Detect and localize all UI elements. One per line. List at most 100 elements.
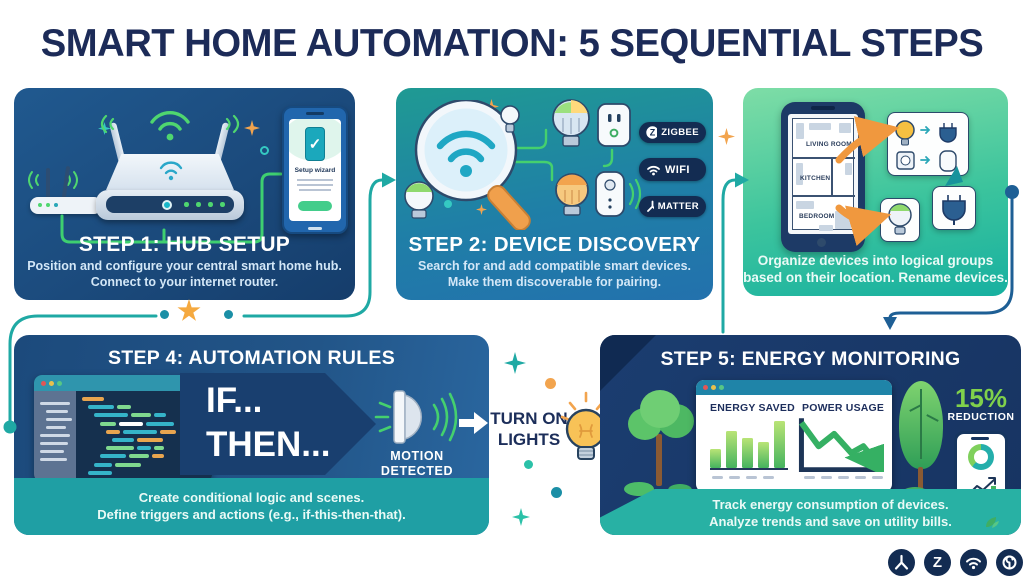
code-line (112, 437, 208, 442)
hub-body (96, 190, 244, 220)
step2-heading: STEP 2: DEVICE DISCOVERY (408, 233, 701, 256)
wifi-icon (647, 165, 660, 176)
continue-button[interactable] (298, 201, 332, 211)
motion-sensor: MOTION DETECTED (372, 387, 462, 482)
dot-decoration (524, 460, 533, 469)
step1-heading: STEP 1: HUB SETUP (78, 233, 291, 256)
zigbee-icon: Z (646, 126, 658, 139)
step3-caption-line1: Organize devices into logical groups (757, 253, 994, 268)
window-titlebar (696, 380, 892, 395)
editor-sidebar (34, 391, 76, 482)
dot-decoration (224, 310, 233, 319)
energy-bar (742, 438, 753, 468)
step4-caption-line2: Define triggers and actions (e.g., if-th… (97, 507, 406, 522)
assignment-arrows (835, 116, 900, 246)
matter-icon (647, 200, 654, 212)
magnifier-icon (414, 98, 544, 232)
code-line (88, 470, 208, 475)
leaf-icon (986, 517, 999, 528)
window-maximize-dot (57, 380, 62, 386)
panel-step5-energy-monitoring: STEP 5: ENERGY MONITORING ENERGY SAVED P… (600, 335, 1021, 535)
step4-footer-strip: Create conditional logic and scenes. Def… (14, 478, 489, 535)
step5-footer-strip: Track energy consumption of devices. Ana… (600, 489, 1021, 535)
motion-label-line1: MOTION (390, 449, 444, 463)
sparkle-icon (504, 352, 526, 374)
panel-step2-device-discovery: Z ZIGBEE WIFI MATTER STEP 2: DEVICE DISC… (396, 88, 713, 300)
signal-waves-icon (100, 114, 240, 134)
dot-decoration (160, 310, 169, 319)
zigbee-icon: Z (924, 549, 951, 576)
matter-badge-label: MATTER (657, 201, 699, 212)
infographic-title: SMART HOME AUTOMATION: 5 SEQUENTIAL STEP… (40, 22, 984, 65)
step5-heading: STEP 5: ENERGY MONITORING (660, 348, 961, 370)
dot-decoration (444, 200, 452, 208)
check-icon: ✓ (305, 127, 325, 161)
code-line (94, 462, 208, 467)
window-minimize-dot (711, 385, 716, 390)
wifi-icon (150, 111, 190, 141)
stat-value: 15% (954, 383, 1008, 413)
step2-caption-line2: Make them discoverable for pairing. (447, 275, 662, 289)
pointer-decoration (945, 166, 963, 186)
sparkle-icon (512, 508, 530, 526)
smart-plug-icon (596, 102, 632, 150)
matter-icon (888, 549, 915, 576)
phone-speaker (811, 106, 835, 110)
sparkle-icon (718, 128, 735, 145)
power-usage-trend-chart (798, 416, 884, 472)
hub-top-face (106, 154, 234, 190)
hub-illustration (94, 110, 246, 232)
donut-chart (968, 444, 994, 470)
room-label-bedroom: BEDROOM (799, 213, 835, 220)
dot-decoration (545, 378, 556, 389)
discovery-links (512, 128, 614, 182)
zigbee-badge-label: ZIGBEE (661, 127, 699, 138)
window-close-dot (41, 380, 46, 386)
tree-canopy (899, 381, 943, 469)
step1-caption-line1: Position and configure your central smar… (27, 259, 342, 273)
reduction-stat: 15% REDUCTION (945, 385, 1017, 423)
tree-icon (624, 390, 696, 500)
step1-caption-line2: Connect to your internet router. (90, 275, 279, 289)
energy-bar (758, 442, 769, 468)
step5-caption-line2: Analyze trends and save on utility bills… (709, 514, 952, 529)
energy-saved-title: ENERGY SAVED (710, 402, 795, 414)
tree-icon (896, 381, 946, 503)
panel-step1-hub-setup: ✓ Setup wizard STEP 1: HUB SETUP Positio… (14, 88, 355, 300)
if-then-chevron: IF... THEN... (180, 373, 376, 475)
energy-bar (726, 430, 737, 468)
power-usage-title: POWER USAGE (802, 402, 885, 414)
motion-label-line2: DETECTED (380, 464, 454, 478)
home-button[interactable] (817, 238, 826, 247)
room-label-kitchen: KITCHEN (800, 175, 831, 182)
thread-icon (996, 549, 1023, 576)
dot-decoration (551, 487, 562, 498)
panel-step4-automation-rules: STEP 4: AUTOMATION RULES IF... THEN... M… (14, 335, 489, 535)
wifi-badge: WIFI (639, 158, 706, 181)
code-line (100, 454, 208, 459)
room-label-living-room: LIVING ROOM (806, 141, 852, 148)
window-maximize-dot (719, 385, 724, 390)
antenna (46, 168, 50, 198)
turn-on-text: TURN ON (490, 409, 568, 428)
then-label: THEN... (206, 425, 331, 464)
panel-step3-organize-devices: LIVING ROOM KITCHEN BEDROOM (743, 88, 1008, 296)
lights-text: LIGHTS (497, 430, 561, 450)
energy-bar (710, 449, 721, 468)
energy-saved-bar-chart (710, 418, 788, 470)
wifi-badge-label: WIFI (665, 163, 690, 176)
signal-waves-icon (28, 171, 78, 189)
step2-caption-line1: Search for and add compatible smart devi… (417, 259, 691, 273)
arrow-right-icon (459, 412, 488, 434)
setup-wizard-label: Setup wizard (294, 167, 336, 174)
step4-heading: STEP 4: AUTOMATION RULES (107, 347, 396, 369)
matter-badge: MATTER (639, 196, 706, 217)
wifi-icon (960, 549, 987, 576)
green-bulb-icon (402, 180, 436, 228)
hub-front-band (106, 196, 234, 213)
sparkle-icon (476, 204, 487, 215)
step4-caption-line1: Create conditional logic and scenes. (138, 490, 365, 505)
small-router-illustration (28, 165, 110, 220)
protocol-icons: Z (888, 549, 1023, 576)
home-bar (308, 227, 322, 230)
